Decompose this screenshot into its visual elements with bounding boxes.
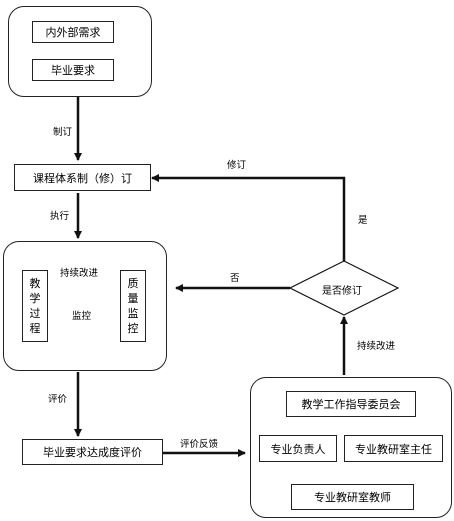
label-revise: 修订 (227, 160, 247, 171)
major-lead-box: 专业负责人 (259, 435, 337, 462)
arrow-revise (151, 174, 346, 261)
label-execute: 执行 (50, 211, 70, 222)
label-no: 否 (230, 273, 240, 284)
teaching-process-char: 过 (29, 307, 41, 320)
quality-monitor-char: 质 (127, 277, 139, 290)
office-teacher-box: 专业教研室教师 (291, 484, 414, 510)
label-continuous-top: 持续改进 (60, 268, 99, 279)
teaching-process-char: 教 (29, 277, 41, 290)
quality-monitor-char: 控 (127, 322, 139, 335)
teaching-process-box: 教 学 过 程 (22, 270, 48, 342)
quality-monitor-char: 量 (127, 292, 139, 305)
label-formulate: 制订 (53, 127, 73, 138)
demands-group (8, 6, 152, 97)
guidance-committee-box: 教学工作指导委员会 (286, 391, 416, 417)
label-yes: 是 (358, 215, 368, 226)
teaching-process-char: 程 (29, 322, 41, 335)
quality-monitor-box: 质 量 监 控 (120, 270, 146, 342)
decision-label: 是否修订 (322, 286, 362, 297)
teaching-process-char: 学 (29, 292, 41, 305)
graduation-requirement-box: 毕业要求 (32, 59, 114, 81)
label-feedback: 评价反馈 (180, 439, 219, 450)
curriculum-system-box: 课程体系制（修）订 (14, 164, 151, 191)
quality-monitor-char: 监 (127, 307, 139, 320)
office-director-box: 专业教研室主任 (344, 435, 443, 462)
label-evaluate: 评价 (48, 394, 68, 405)
label-monitor: 监控 (72, 311, 92, 322)
label-continuous-right: 持续改进 (357, 341, 396, 352)
decision-diamond (288, 260, 400, 316)
internal-external-demand-box: 内外部需求 (32, 21, 114, 43)
evaluation-box: 毕业要求达成度评价 (22, 439, 163, 465)
